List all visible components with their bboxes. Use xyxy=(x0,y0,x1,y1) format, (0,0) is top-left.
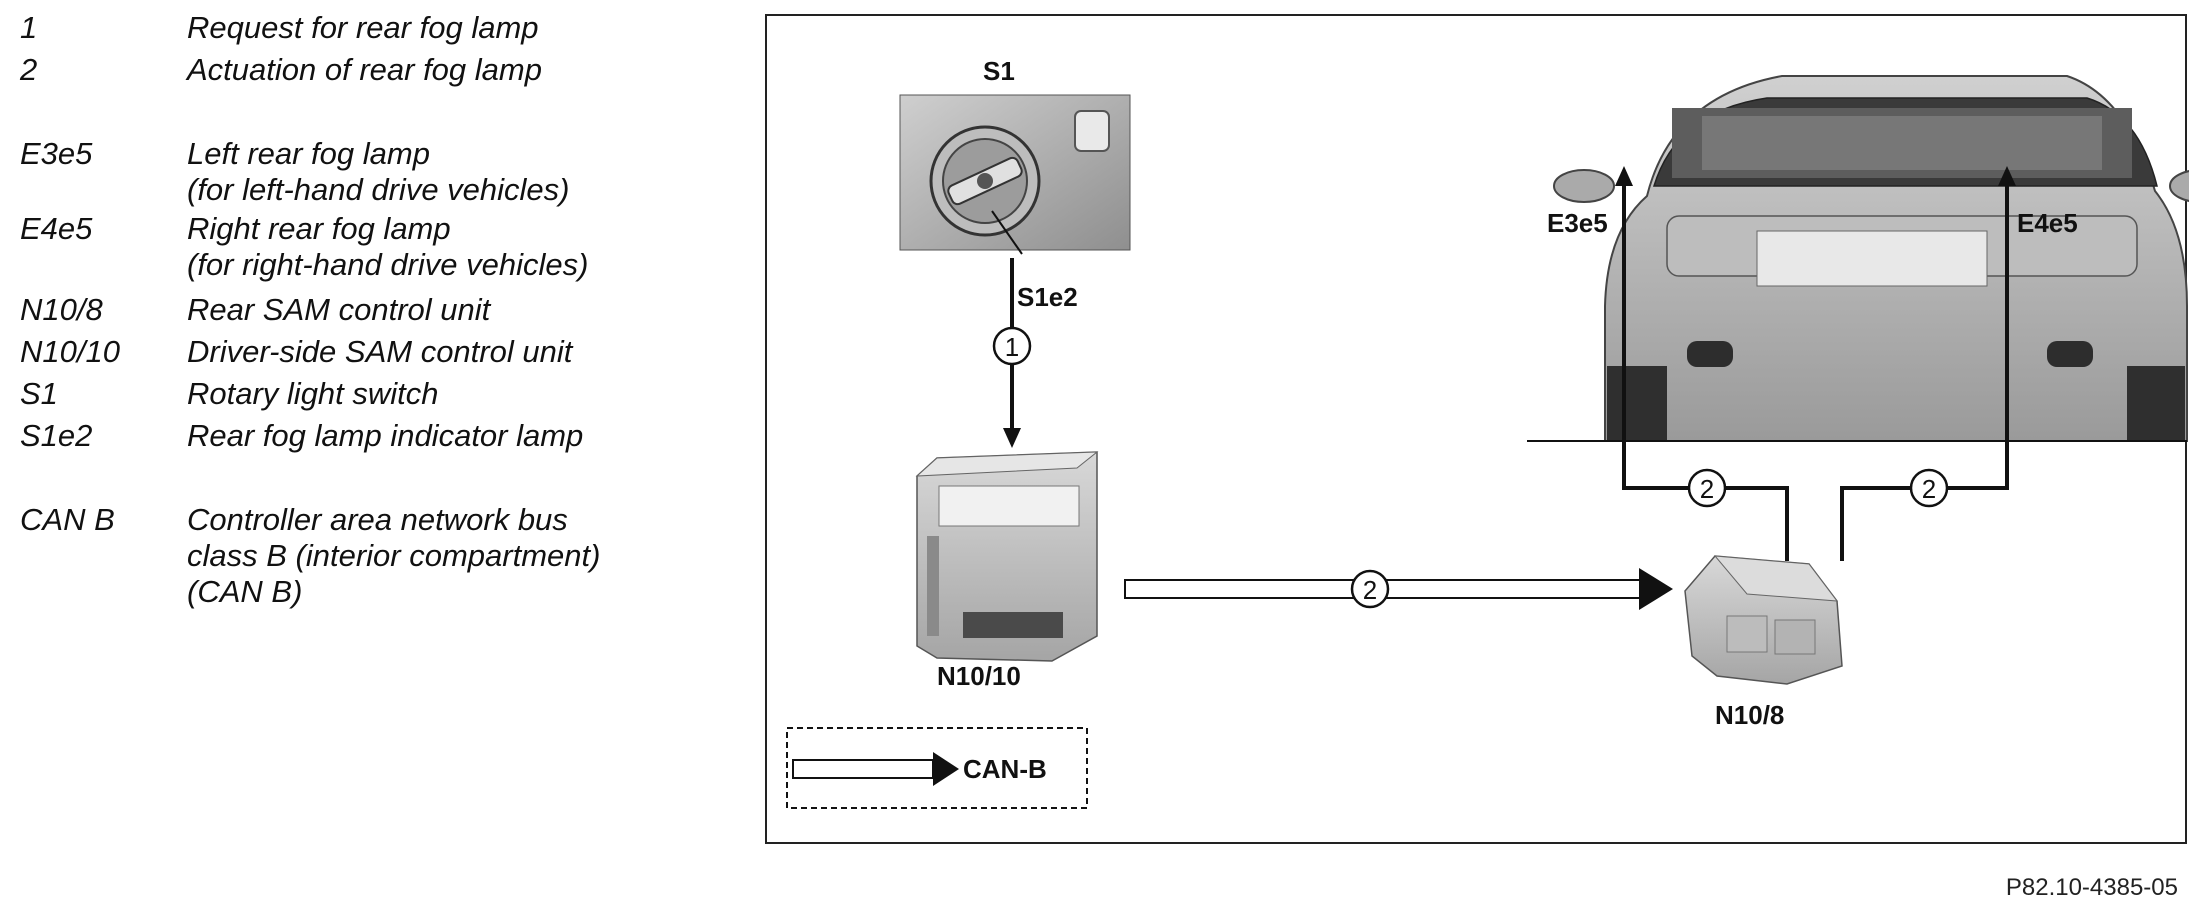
label-s1: S1 xyxy=(983,56,1015,86)
legend-description: Actuation of rear fog lamp xyxy=(187,52,747,88)
rear-sam-control-unit-image xyxy=(1684,555,1843,685)
step-marker-label: 2 xyxy=(1922,474,1936,504)
step-marker-circle xyxy=(1687,468,1727,508)
label-e3e5: E3e5 xyxy=(1547,208,1608,238)
legend-code: E4e5 xyxy=(20,211,93,246)
legend-line: (CAN B) xyxy=(187,574,303,609)
rotary-light-switch-image xyxy=(899,94,1131,255)
legend-description: Rear fog lamp indicator lamp xyxy=(187,418,747,454)
legend-description: Right rear fog lamp (for right-hand driv… xyxy=(187,211,747,283)
legend-description: Left rear fog lamp (for left-hand drive … xyxy=(187,136,747,208)
legend-line: (for left-hand drive vehicles) xyxy=(187,172,570,207)
legend-line: Rear fog lamp indicator lamp xyxy=(187,418,584,453)
legend-code: E3e5 xyxy=(20,136,93,171)
label-n10-8: N10/8 xyxy=(1715,700,1785,730)
figure-reference: P82.10-4385-05 xyxy=(2005,874,2178,901)
step-marker-label: 1 xyxy=(1005,332,1019,362)
legend-description: Request for rear fog lamp xyxy=(187,10,747,46)
legend-code: 1 xyxy=(20,10,38,45)
legend-line: Right rear fog lamp xyxy=(187,211,451,246)
legend-code: S1e2 xyxy=(20,418,93,453)
legend-description: Driver-side SAM control unit xyxy=(187,334,747,370)
legend-line: Request for rear fog lamp xyxy=(187,10,539,45)
legend-line: Controller area network bus xyxy=(187,502,568,537)
diagram-canvas: 1 2 2 2 xyxy=(786,75,2189,809)
step-marker-label: 2 xyxy=(1700,474,1714,504)
legend-line: class B (interior compartment) xyxy=(187,538,601,573)
legend-code: CAN B xyxy=(20,502,115,537)
label-s1e2: S1e2 xyxy=(1017,282,1078,312)
legend-code: N10/8 xyxy=(20,292,103,327)
legend-code: 2 xyxy=(20,52,38,87)
legend-code: S1 xyxy=(20,376,58,411)
diagram-frame: 1 2 2 2 S1 S1e2 N10/10 N10/8 E3e5 E4e5 C… xyxy=(765,14,2189,844)
legend: 1 Request for rear fog lamp 2 Actuation … xyxy=(0,0,720,700)
label-e4e5: E4e5 xyxy=(2017,208,2078,238)
label-n10-10: N10/10 xyxy=(937,661,1021,691)
step-marker-label: 2 xyxy=(1363,575,1377,605)
vehicle-rear-image xyxy=(1553,75,2189,442)
legend-code: N10/10 xyxy=(20,334,120,369)
step-marker-circle xyxy=(1350,569,1390,609)
legend-description: Rotary light switch xyxy=(187,376,747,412)
label-can-b: CAN-B xyxy=(963,754,1047,784)
legend-description: Controller area network bus class B (int… xyxy=(187,502,747,610)
step-marker-circle xyxy=(992,326,1032,366)
legend-line: Driver-side SAM control unit xyxy=(187,334,573,369)
legend-line: Left rear fog lamp xyxy=(187,136,430,171)
legend-line: Actuation of rear fog lamp xyxy=(187,52,542,87)
legend-line: Rotary light switch xyxy=(187,376,439,411)
can-b-legend-box xyxy=(786,727,1088,809)
can-b-bus-arrow xyxy=(1124,568,1673,610)
step-marker-circle xyxy=(1909,468,1949,508)
legend-line: (for right-hand drive vehicles) xyxy=(187,247,589,282)
legend-description: Rear SAM control unit xyxy=(187,292,747,328)
legend-line: Rear SAM control unit xyxy=(187,292,491,327)
driver-side-sam-control-unit-image xyxy=(915,451,1099,662)
